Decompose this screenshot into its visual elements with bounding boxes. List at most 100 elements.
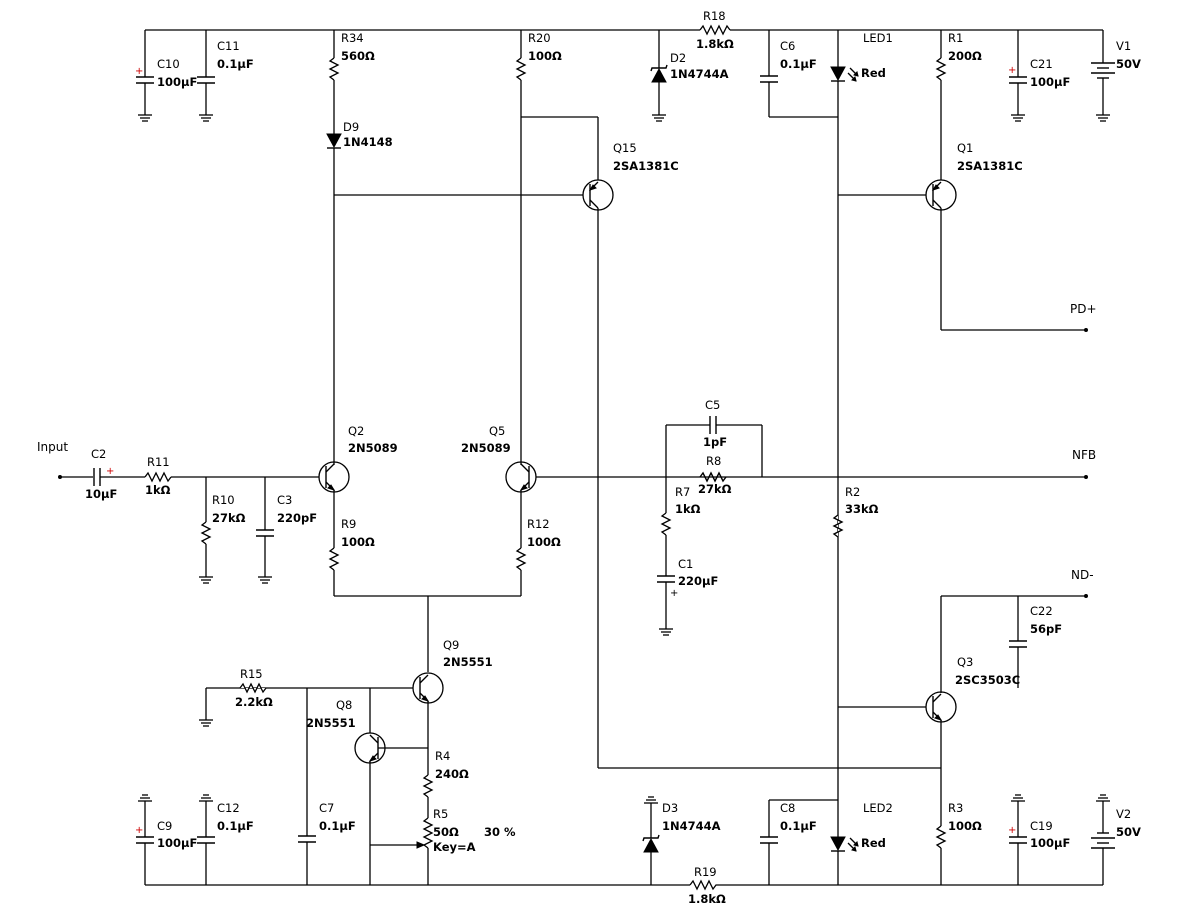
value-label: 50Ω <box>433 825 459 839</box>
ground-icon <box>1096 794 1110 802</box>
transistor-q1: Q1 2SA1381C <box>838 141 1023 211</box>
value-label: 100µF <box>157 75 197 89</box>
value-label: 2SA1381C <box>613 159 679 173</box>
transistor-q5: Q5 2N5089 <box>461 424 537 493</box>
capacitor-c9: + C9 100µF <box>135 794 197 885</box>
transistor-q8: Q8 2N5551 <box>306 698 386 764</box>
ref-label: Q2 <box>348 424 364 438</box>
value-label: 1.8kΩ <box>688 892 726 906</box>
value-label: 10µF <box>85 487 117 501</box>
ground-icon <box>644 796 658 804</box>
ref-label: D2 <box>670 51 686 65</box>
key-label: Key=A <box>433 840 476 854</box>
ref-label: C19 <box>1030 819 1053 833</box>
port-nfb: NFB <box>1072 448 1096 462</box>
ground-icon <box>1011 114 1025 122</box>
led-led1: LED1 Red <box>830 30 893 800</box>
port-dot <box>1084 328 1088 332</box>
ref-label: C5 <box>705 398 720 412</box>
ground-icon <box>199 794 213 802</box>
ref-label: Q5 <box>489 424 505 438</box>
resistor-r4: R4 240Ω <box>422 701 469 818</box>
transistor-q2: Q2 2N5089 <box>318 424 398 493</box>
value-label: 0.1µF <box>319 819 356 833</box>
value-label: 0.1µF <box>217 819 254 833</box>
ground-icon <box>258 576 272 584</box>
ref-label: C3 <box>277 493 292 507</box>
port-dot <box>1084 475 1088 479</box>
value-label: 2N5551 <box>306 716 356 730</box>
port-dot <box>1084 594 1088 598</box>
capacitor-c3: C3 220pF <box>256 477 317 584</box>
value-label: 2.2kΩ <box>235 695 273 709</box>
value-label: 27kΩ <box>698 482 732 496</box>
ref-label: D9 <box>343 120 359 134</box>
ref-label: C10 <box>157 57 180 71</box>
ref-label: R2 <box>845 485 860 499</box>
transistor-q15: Q15 2SA1381C <box>582 141 679 211</box>
value-label: 2N5089 <box>461 441 511 455</box>
port-pd-plus: PD+ <box>1070 302 1097 316</box>
polarity-mark: + <box>135 825 143 836</box>
ref-label: R18 <box>703 9 726 23</box>
ref-label: Q3 <box>957 655 973 669</box>
value-label: 100µF <box>1030 836 1070 850</box>
ground-icon <box>199 114 213 122</box>
capacitor-c1: + C1 220µF <box>657 557 718 636</box>
ref-label: C8 <box>780 801 795 815</box>
ground-icon <box>1096 114 1110 122</box>
resistor-r3: R3 100Ω <box>935 801 982 885</box>
value-label: 33kΩ <box>845 502 879 516</box>
capacitor-c22: C22 56pF <box>1009 596 1062 688</box>
ground-icon <box>1011 794 1025 802</box>
resistor-r10: R10 27kΩ <box>199 477 246 584</box>
value-label: 1N4744A <box>662 819 721 833</box>
value-label: 100µF <box>1030 75 1070 89</box>
ref-label: C12 <box>217 801 240 815</box>
ref-label: C9 <box>157 819 172 833</box>
value-label: 1.8kΩ <box>696 37 734 51</box>
capacitor-c6: C6 0.1µF <box>760 30 838 118</box>
value-label: Red <box>861 66 886 80</box>
value-label: Red <box>861 836 886 850</box>
value-label: 1kΩ <box>675 502 701 516</box>
value-label: 1N4148 <box>343 135 393 149</box>
led-led2: LED2 Red <box>830 800 893 885</box>
resistor-r20: R20 100Ω <box>515 30 562 465</box>
value-label: 1pF <box>703 435 727 449</box>
ref-label: R4 <box>435 749 450 763</box>
ref-label: LED1 <box>863 31 893 45</box>
ref-label: R20 <box>528 31 551 45</box>
potentiometer-r5: R5 50Ω Key=A 30 % <box>370 807 516 885</box>
ref-label: R15 <box>240 667 263 681</box>
value-label: 220µF <box>678 574 718 588</box>
ref-label: R10 <box>212 493 235 507</box>
resistor-r11: R11 1kΩ <box>144 455 172 497</box>
value-label: 100Ω <box>527 535 561 549</box>
zener-diode-d3: D3 1N4744A <box>642 796 721 885</box>
value-label: 1kΩ <box>145 483 171 497</box>
value-label: 2SA1381C <box>957 159 1023 173</box>
value-label: 27kΩ <box>212 511 246 525</box>
capacitor-c2: + C2 10µF <box>85 447 117 501</box>
capacitor-c7: C7 0.1µF <box>298 688 356 885</box>
value-label: 50V <box>1116 57 1141 71</box>
ref-label: Q1 <box>957 141 973 155</box>
ground-icon <box>199 719 213 727</box>
ref-label: C1 <box>678 557 693 571</box>
battery-v1: V1 50V <box>1091 30 1141 122</box>
transistor-q9: Q9 2N5551 <box>412 638 493 704</box>
ref-label: C6 <box>780 39 795 53</box>
value-label: 0.1µF <box>780 819 817 833</box>
value-label: 100Ω <box>948 819 982 833</box>
ground-icon <box>138 794 152 802</box>
ref-label: C2 <box>91 447 106 461</box>
resistor-r19: R19 1.8kΩ <box>688 865 726 906</box>
ref-label: R11 <box>147 455 170 469</box>
capacitor-c12: C12 0.1µF <box>197 794 254 885</box>
value-label: 2N5551 <box>443 655 493 669</box>
transistor-q3: Q3 2SC3503C <box>838 655 1020 723</box>
zener-diode-d2: D2 1N4744A <box>650 30 729 122</box>
ref-label: R5 <box>433 807 448 821</box>
capacitor-c10: + C10 100µF <box>135 30 197 122</box>
